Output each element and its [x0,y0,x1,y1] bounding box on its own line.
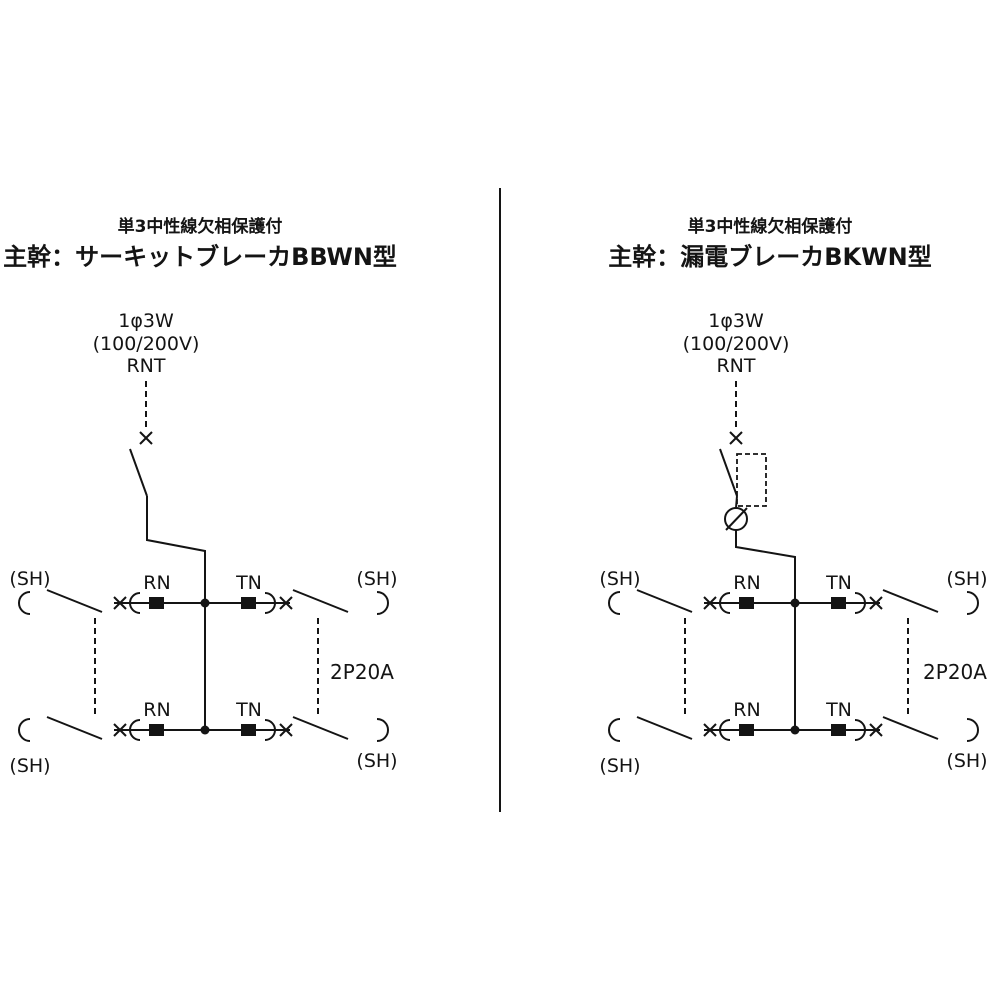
left-branch-row-lower [18,698,389,742]
branch-rating-label: 2P20A [923,660,987,684]
left-main-breaker [129,381,206,730]
sh-label-top-right: (SH) [356,568,397,590]
main-contact-x-icon [729,431,743,445]
sh-label-bottom-right: (SH) [946,750,987,772]
sh-label-bottom-left: (SH) [599,755,640,777]
left-panel-subtitle: 単3中性線欠相保護付 [118,216,283,237]
left-panel-title: 主幹：サーキットブレーカBBWN型 [3,243,397,271]
sh-label-bottom-left: (SH) [9,755,50,777]
sh-label-top-left: (SH) [599,568,640,590]
right-source-voltage-label: (100/200V) [683,333,790,355]
sh-label-bottom-right: (SH) [356,750,397,772]
sh-label-top-right: (SH) [946,568,987,590]
left-source-phase-label: 1φ3W [118,310,174,332]
right-panel-title: 主幹：漏電ブレーカBKWN型 [608,243,931,271]
main-breaker-blade [719,448,738,497]
feed-conductor [146,496,206,730]
left-panel: 単3中性線欠相保護付 主幹：サーキットブレーカBBWN型 1φ3W (100/2… [3,216,398,777]
main-contact-x-icon [139,431,153,445]
branch-rating-label: 2P20A [330,660,394,684]
right-branch-row-upper [608,571,979,615]
left-source-code-label: RNT [126,355,165,377]
main-breaker-blade [129,448,148,497]
left-branch-row-upper [18,571,389,615]
feed-conductor [735,495,738,509]
left-source-voltage-label: (100/200V) [93,333,200,355]
earth-leakage-detector-slash-icon [725,507,748,531]
trip-linkage-dashed-box [736,453,767,507]
right-branch-row-lower [608,698,979,742]
sh-label-top-left: (SH) [9,568,50,590]
feed-conductor [735,530,796,730]
right-panel-subtitle: 単3中性線欠相保護付 [688,216,853,237]
right-source-phase-label: 1φ3W [708,310,764,332]
right-panel: 単3中性線欠相保護付 主幹：漏電ブレーカBKWN型 1φ3W (100/200V… [599,216,987,777]
right-main-breaker [719,381,796,730]
right-source-code-label: RNT [716,355,755,377]
